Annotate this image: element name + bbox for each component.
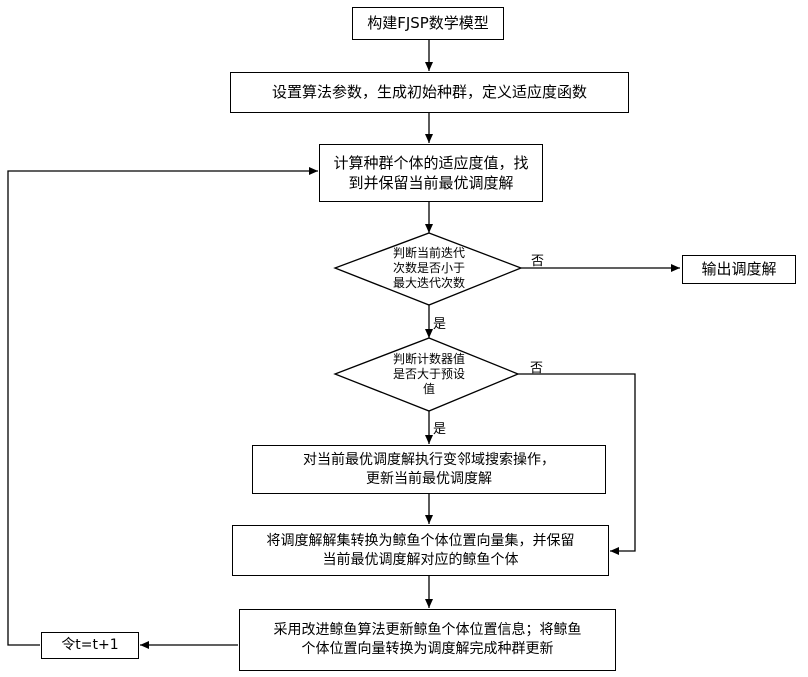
label-counter-yes: 是: [433, 418, 446, 437]
decision-counter-line2: 是否大于预设: [393, 367, 465, 382]
node-increment-text: 令t=t+1: [61, 636, 118, 655]
decision-counter-line3: 值: [423, 382, 435, 397]
node-convert-line1: 将调度解解集转换为鲸鱼个体位置向量集，并保留: [267, 532, 575, 551]
node-increment: 令t=t+1: [41, 632, 139, 659]
node-set-params: 设置算法参数，生成初始种群，定义适应度函数: [230, 72, 629, 113]
node-convert-line2: 当前最优调度解对应的鲸鱼个体: [323, 551, 519, 570]
label-counter-no: 否: [530, 357, 543, 376]
node-build-model: 构建FJSP数学模型: [352, 7, 504, 40]
node-update-line2: 个体位置向量转换为调度解完成种群更新: [302, 640, 554, 659]
node-build-model-text: 构建FJSP数学模型: [367, 13, 489, 33]
decision-counter-line1: 判断计数器值: [393, 352, 465, 367]
node-vns-line1: 对当前最优调度解执行变邻域搜索操作，: [303, 451, 555, 470]
node-vns: 对当前最优调度解执行变邻域搜索操作， 更新当前最优调度解: [252, 445, 606, 494]
node-output: 输出调度解: [682, 255, 796, 284]
decision-counter: 判断计数器值 是否大于预设 值: [370, 350, 488, 398]
node-convert: 将调度解解集转换为鲸鱼个体位置向量集，并保留 当前最优调度解对应的鲸鱼个体: [232, 525, 609, 576]
decision-iteration-line1: 判断当前迭代: [393, 246, 465, 261]
decision-iteration-line2: 次数是否小于: [393, 261, 465, 276]
node-vns-line2: 更新当前最优调度解: [366, 470, 492, 489]
label-iter-yes: 是: [433, 313, 446, 332]
node-update-line1: 采用改进鲸鱼算法更新鲸鱼个体位置信息；将鲸鱼: [274, 621, 582, 640]
node-calc-fitness: 计算种群个体的适应度值，找 到并保留当前最优调度解: [319, 144, 543, 202]
decision-iteration: 判断当前迭代 次数是否小于 最大迭代次数: [370, 244, 488, 292]
node-update: 采用改进鲸鱼算法更新鲸鱼个体位置信息；将鲸鱼 个体位置向量转换为调度解完成种群更…: [239, 609, 616, 671]
node-calc-fitness-line1: 计算种群个体的适应度值，找: [333, 153, 528, 173]
label-iter-no: 否: [531, 250, 544, 269]
node-calc-fitness-line2: 到并保留当前最优调度解: [348, 173, 513, 193]
decision-iteration-line3: 最大迭代次数: [393, 276, 465, 291]
node-set-params-text: 设置算法参数，生成初始种群，定义适应度函数: [272, 82, 587, 102]
node-output-text: 输出调度解: [701, 259, 776, 279]
